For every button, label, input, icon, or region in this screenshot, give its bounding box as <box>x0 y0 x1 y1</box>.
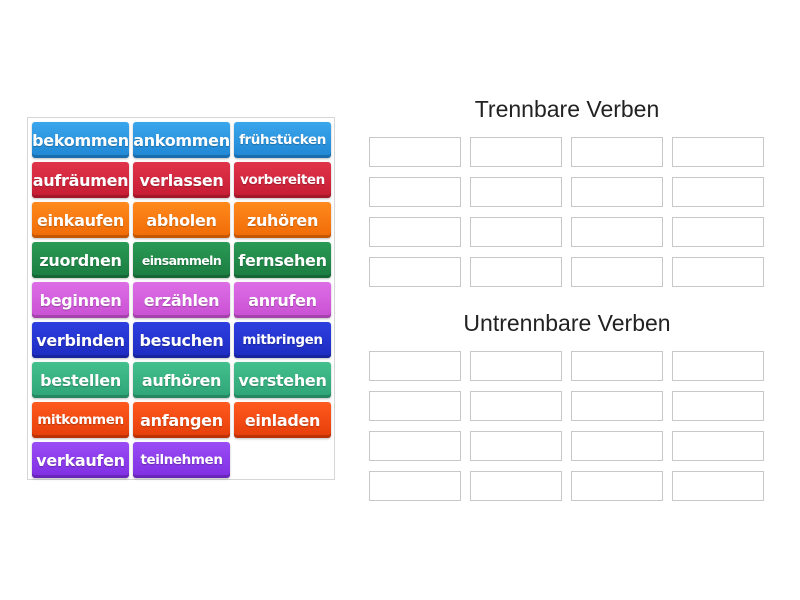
drop-slot[interactable] <box>571 391 663 421</box>
drop-slot[interactable] <box>369 471 461 501</box>
drop-slot[interactable] <box>571 471 663 501</box>
drop-slot[interactable] <box>369 137 461 167</box>
drop-slot[interactable] <box>369 391 461 421</box>
drop-slot[interactable] <box>672 431 764 461</box>
drop-slot[interactable] <box>369 217 461 247</box>
word-tile[interactable]: aufhören <box>133 362 230 398</box>
word-tile[interactable]: zuhören <box>234 202 331 238</box>
drop-slot[interactable] <box>470 391 562 421</box>
word-tile[interactable]: teilnehmen <box>133 442 230 478</box>
drop-slot[interactable] <box>470 351 562 381</box>
drop-slot[interactable] <box>470 137 562 167</box>
word-tile[interactable]: abholen <box>133 202 230 238</box>
word-tile[interactable]: verlassen <box>133 162 230 198</box>
drop-slot[interactable] <box>369 351 461 381</box>
drop-slot[interactable] <box>672 137 764 167</box>
word-tile[interactable]: mitkommen <box>32 402 129 438</box>
word-tile[interactable]: einladen <box>234 402 331 438</box>
drop-slot[interactable] <box>672 177 764 207</box>
drop-slot[interactable] <box>672 391 764 421</box>
word-tile[interactable]: bestellen <box>32 362 129 398</box>
drop-slot[interactable] <box>672 351 764 381</box>
word-tile[interactable]: einsammeln <box>133 242 230 278</box>
word-tile[interactable]: verstehen <box>234 362 331 398</box>
word-tile[interactable]: fernsehen <box>234 242 331 278</box>
drop-slot[interactable] <box>470 217 562 247</box>
drop-slot[interactable] <box>470 257 562 287</box>
word-tile[interactable]: anfangen <box>133 402 230 438</box>
drop-slot[interactable] <box>571 351 663 381</box>
word-tile[interactable]: besuchen <box>133 322 230 358</box>
drop-slot[interactable] <box>369 257 461 287</box>
word-tile[interactable]: ankommen <box>133 122 230 158</box>
drop-slot[interactable] <box>672 217 764 247</box>
drop-slot[interactable] <box>672 257 764 287</box>
drop-slot[interactable] <box>571 217 663 247</box>
word-tile[interactable]: erzählen <box>133 282 230 318</box>
word-bank: bekommen ankommen frühstücken aufräumen … <box>27 117 335 480</box>
drop-slot[interactable] <box>470 471 562 501</box>
word-tile[interactable]: frühstücken <box>234 122 331 158</box>
group-title-trennbare: Trennbare Verben <box>474 96 660 122</box>
word-tile[interactable]: einkaufen <box>32 202 129 238</box>
word-tile[interactable]: beginnen <box>32 282 129 318</box>
word-tile[interactable]: vorbereiten <box>234 162 331 198</box>
word-tile[interactable]: anrufen <box>234 282 331 318</box>
drop-slot[interactable] <box>571 257 663 287</box>
word-tile[interactable]: mitbringen <box>234 322 331 358</box>
drop-slot[interactable] <box>571 431 663 461</box>
word-tile[interactable]: bekommen <box>32 122 129 158</box>
word-tile[interactable]: aufräumen <box>32 162 129 198</box>
drop-slot[interactable] <box>470 177 562 207</box>
word-tile[interactable]: verbinden <box>32 322 129 358</box>
drop-slot[interactable] <box>369 177 461 207</box>
drop-slot[interactable] <box>571 177 663 207</box>
group-title-untrennbare: Untrennbare Verben <box>463 310 671 336</box>
word-tile[interactable]: verkaufen <box>32 442 129 478</box>
drop-slot[interactable] <box>672 471 764 501</box>
word-tile[interactable]: zuordnen <box>32 242 129 278</box>
drop-slot[interactable] <box>571 137 663 167</box>
drop-slot[interactable] <box>470 431 562 461</box>
drop-slot[interactable] <box>369 431 461 461</box>
